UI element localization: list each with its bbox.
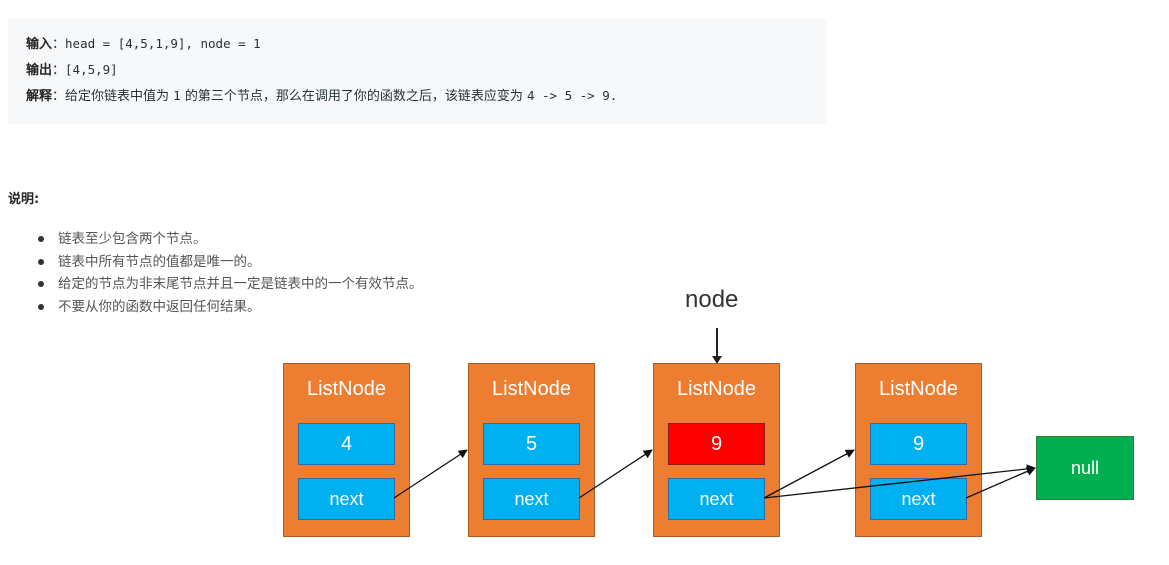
list-node-title: ListNode xyxy=(879,378,958,400)
list-node-2: ListNode 5 next xyxy=(468,363,595,537)
notes-list: 链表至少包含两个节点。 链表中所有节点的值都是唯一的。 给定的节点为非末尾节点并… xyxy=(36,228,423,318)
node-pointer-line xyxy=(716,328,718,358)
link-arrow-3-4 xyxy=(763,449,855,499)
link-arrow-2-3 xyxy=(578,449,653,499)
list-node-next: next xyxy=(298,478,395,520)
explain-label: 解释 xyxy=(26,89,53,104)
input-label: 输入 xyxy=(26,37,53,52)
example-box: 输入：head = [4,5,1,9], node = 1 输出：[4,5,9]… xyxy=(8,18,826,124)
notes-title: 说明: xyxy=(8,192,40,207)
output-value: [4,5,9] xyxy=(65,62,118,77)
explain-code-2: 4 -> 5 -> 9. xyxy=(526,88,618,103)
list-node-title: ListNode xyxy=(307,378,386,400)
list-node-title: ListNode xyxy=(677,378,756,400)
node-pointer-arrowhead xyxy=(712,356,722,364)
list-node-next: next xyxy=(483,478,580,520)
list-node-title: ListNode xyxy=(492,378,571,400)
list-node-1: ListNode 4 next xyxy=(283,363,410,537)
list-item: 链表至少包含两个节点。 xyxy=(36,228,423,251)
list-node-3-target: ListNode 9 next xyxy=(653,363,780,537)
link-arrow-3-null xyxy=(763,464,1036,499)
output-label: 输出 xyxy=(26,63,53,78)
example-output-line: 输出：[4,5,9] xyxy=(26,62,118,78)
list-node-value: 9 xyxy=(870,423,967,465)
list-item: 不要从你的函数中返回任何结果。 xyxy=(36,296,423,319)
explain-text-2: 的第三个节点，那么在调用了你的函数之后，该链表应变为 xyxy=(180,89,527,104)
link-arrow-1-2 xyxy=(393,449,468,499)
null-box: null xyxy=(1036,436,1134,500)
list-node-next: next xyxy=(668,478,765,520)
explain-code-1: 1 xyxy=(173,88,181,103)
list-item: 链表中所有节点的值都是唯一的。 xyxy=(36,251,423,274)
node-pointer-label: node xyxy=(685,286,739,313)
example-input-line: 输入：head = [4,5,1,9], node = 1 xyxy=(26,36,261,52)
list-node-4: ListNode 9 next xyxy=(855,363,982,537)
input-value: head = [4,5,1,9], node = 1 xyxy=(65,36,261,51)
link-arrow-4-null xyxy=(965,467,1036,499)
example-explain-line: 解释：给定你链表中值为 1 的第三个节点，那么在调用了你的函数之后，该链表应变为… xyxy=(26,88,618,104)
list-node-value-target: 9 xyxy=(668,423,765,465)
list-item: 给定的节点为非末尾节点并且一定是链表中的一个有效节点。 xyxy=(36,273,423,296)
list-node-value: 4 xyxy=(298,423,395,465)
explain-text-1: 给定你链表中值为 xyxy=(65,89,174,104)
list-node-value: 5 xyxy=(483,423,580,465)
